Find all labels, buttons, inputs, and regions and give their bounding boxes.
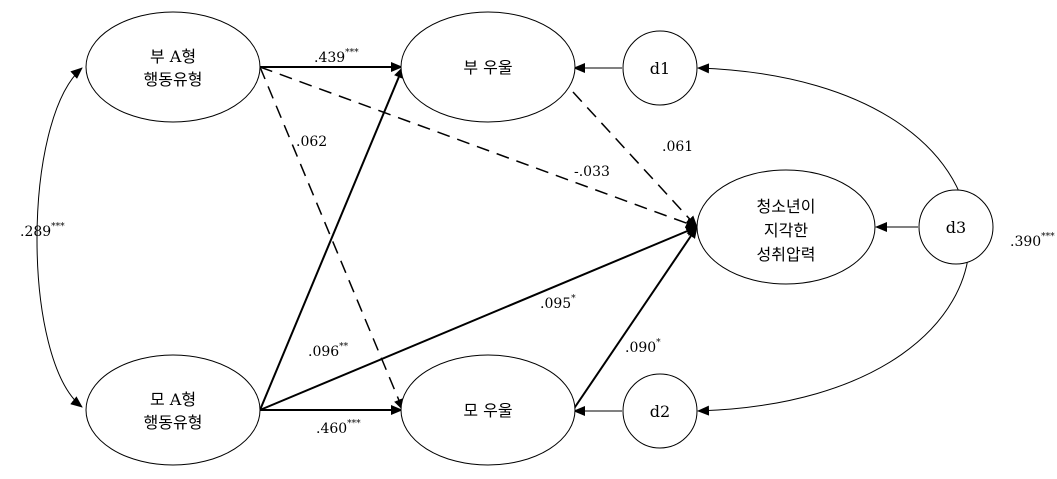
node-d1-label: d1: [650, 59, 670, 78]
node-mother-type-a-line2: 행동유형: [144, 413, 203, 432]
node-mother-depression: 모 우울: [400, 354, 576, 466]
coef-covariance-d1-d2: .390***: [1010, 232, 1055, 250]
node-mother-type-a-line1: 모 A형: [150, 390, 196, 409]
node-mother-depression-label: 모 우울: [463, 401, 512, 420]
node-d2-label: d2: [650, 402, 670, 421]
coef-mother-type-a-to-mother-depression: .460***: [316, 419, 361, 437]
node-father-type-a-line2: 행동유형: [144, 70, 203, 89]
node-d1: d1: [622, 30, 698, 106]
node-d3: d3: [918, 189, 994, 265]
node-achievement-pressure-line3: 성취압력: [757, 245, 816, 264]
path-mother-type-a-to-achievement-pressure: [259, 226, 698, 411]
coef-mother-type-a-to-father-depression: .096**: [308, 342, 349, 360]
node-father-type-a: 부 A형 행동유형: [85, 11, 261, 123]
path-father-type-a-to-achievement-pressure: [259, 66, 698, 228]
node-achievement-pressure-line1: 청소년이: [757, 197, 816, 216]
node-mother-type-a: 모 A형 행동유형: [85, 354, 261, 466]
path-mother-depression-to-achievement-pressure: [572, 226, 698, 411]
coef-father-depression-to-achievement-pressure: .061: [662, 139, 693, 155]
covariance-father-mother-type-a: [36, 67, 83, 408]
node-father-type-a-line1: 부 A형: [150, 47, 196, 66]
node-achievement-pressure: 청소년이 지각한 성취압력: [696, 169, 876, 285]
coef-covariance-father-mother-type-a: .289***: [20, 222, 65, 240]
path-mother-type-a-to-father-depression: [259, 66, 404, 411]
node-d2: d2: [622, 373, 698, 449]
coef-father-type-a-to-mother-depression: .062: [296, 134, 327, 150]
coef-father-type-a-to-father-depression: .439***: [314, 48, 359, 66]
node-d3-label: d3: [946, 218, 966, 237]
coef-father-type-a-to-achievement-pressure: -.033: [574, 164, 610, 180]
node-father-depression-label: 부 우울: [463, 58, 512, 77]
coef-mother-type-a-to-achievement-pressure: .095*: [540, 294, 576, 312]
node-achievement-pressure-line2: 지각한: [764, 221, 808, 240]
coef-mother-depression-to-achievement-pressure: .090*: [625, 338, 661, 356]
node-father-depression: 부 우울: [400, 11, 576, 123]
path-father-depression-to-achievement-pressure: [572, 91, 698, 228]
